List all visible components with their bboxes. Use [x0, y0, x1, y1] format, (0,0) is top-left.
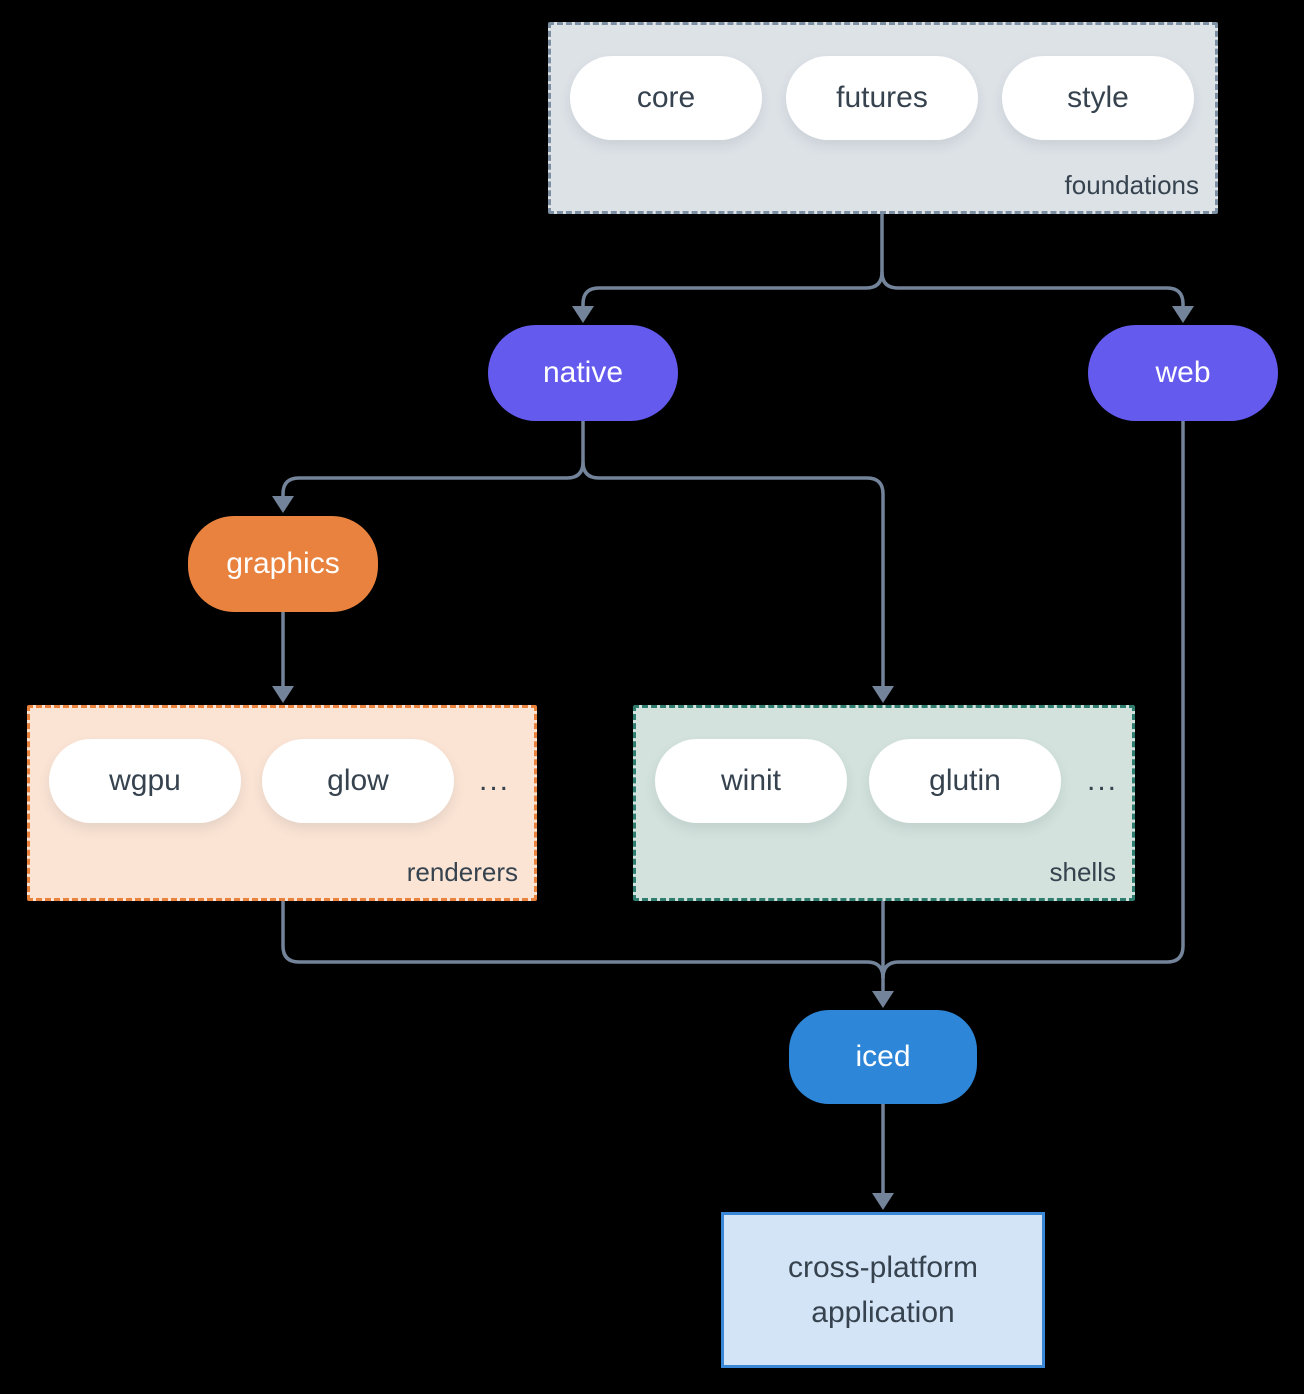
- shells-group: winit glutin ... shells: [633, 705, 1135, 901]
- node-core: core: [570, 56, 762, 140]
- renderers-group: wgpu glow ... renderers: [27, 705, 537, 901]
- edge-web-to-merge: [881, 421, 1185, 979]
- arrowhead-graphics: [272, 496, 294, 513]
- arrowhead-iced: [872, 991, 894, 1008]
- renderers-label: renderers: [406, 857, 518, 887]
- edge-native-to-shells: [581, 461, 885, 687]
- shells-pill-row: winit glutin ...: [655, 739, 1118, 823]
- node-graphics: graphics: [188, 516, 378, 612]
- foundations-group: core futures style foundations: [548, 22, 1218, 214]
- renderers-ellipsis: ...: [479, 764, 511, 797]
- edge-native-to-graphics: [281, 461, 585, 498]
- application-label-line1: cross-platform: [787, 1251, 979, 1284]
- renderers-pill-row: wgpu glow ...: [49, 739, 510, 823]
- edge-foundations-to-native: [581, 271, 884, 307]
- arrowhead-shells: [872, 686, 894, 703]
- arrowhead-renderers: [272, 686, 294, 703]
- shells-label: shells: [1049, 857, 1116, 887]
- node-wgpu: wgpu: [49, 739, 241, 823]
- node-futures: futures: [786, 56, 978, 140]
- edge-foundations-to-web: [880, 271, 1185, 307]
- arrowhead-application: [872, 1193, 894, 1210]
- edge-renderers-to-merge: [281, 901, 885, 979]
- node-iced: iced: [789, 1010, 977, 1104]
- shells-ellipsis: ...: [1087, 764, 1119, 797]
- node-style: style: [1002, 56, 1194, 140]
- foundations-label: foundations: [1064, 170, 1199, 200]
- application-label-line2: application: [811, 1296, 955, 1329]
- node-web: web: [1088, 325, 1278, 421]
- foundations-pill-row: core futures style: [570, 56, 1194, 140]
- arrowhead-native: [572, 306, 594, 323]
- cross-platform-application-box: cross-platform application: [721, 1212, 1045, 1368]
- node-glow: glow: [262, 739, 454, 823]
- node-native: native: [488, 325, 678, 421]
- arrowhead-web: [1172, 306, 1194, 323]
- node-glutin: glutin: [869, 739, 1061, 823]
- node-winit: winit: [655, 739, 847, 823]
